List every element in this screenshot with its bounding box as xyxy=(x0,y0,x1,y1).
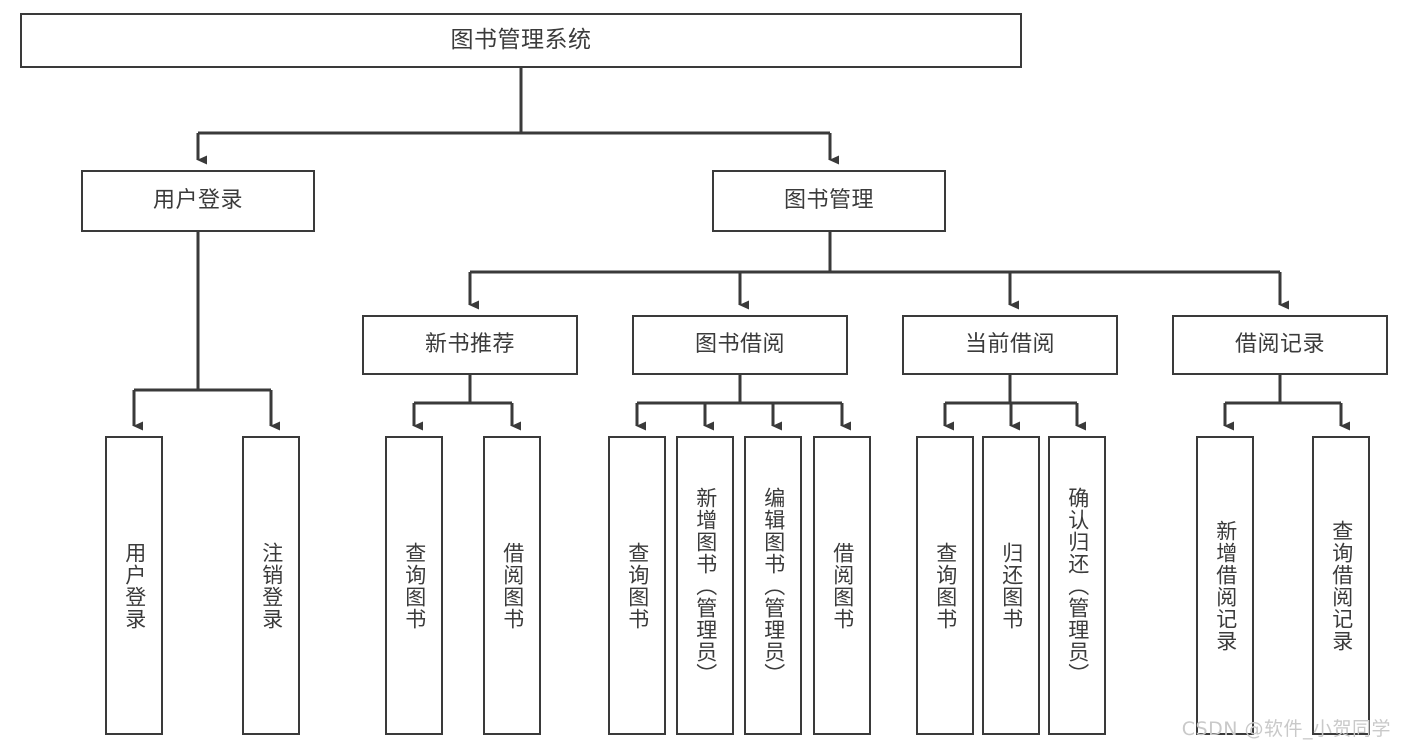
leaf-newbook-query-books[interactable]: 查询图书 xyxy=(385,436,443,735)
leaf-borrowrecord-add-record[interactable]: 新增借阅记录 xyxy=(1196,436,1254,735)
leaf-newbook-borrow-books[interactable]: 借阅图书 xyxy=(483,436,541,735)
node-label: 用户登录 xyxy=(122,541,147,630)
node-user-login[interactable]: 用户登录 xyxy=(81,170,315,232)
node-label: 借阅图书 xyxy=(830,541,855,630)
node-label: 图书管理 xyxy=(783,188,874,214)
node-label: 查询图书 xyxy=(625,541,650,630)
node-borrowing-record[interactable]: 借阅记录 xyxy=(1172,315,1388,375)
node-label: 编辑图书（管理员） xyxy=(761,486,786,685)
node-label: 查询借阅记录 xyxy=(1329,519,1354,652)
node-label: 查询图书 xyxy=(402,541,427,630)
leaf-borrowrecord-query-record[interactable]: 查询借阅记录 xyxy=(1312,436,1370,735)
node-label: 用户登录 xyxy=(152,188,243,214)
node-label: 新增图书（管理员） xyxy=(693,486,718,685)
node-label: 新书推荐 xyxy=(424,332,515,358)
node-label: 借阅图书 xyxy=(500,541,525,630)
node-label: 当前借阅 xyxy=(964,332,1055,358)
node-new-book-recommendation[interactable]: 新书推荐 xyxy=(362,315,578,375)
leaf-bookborrow-borrow-books[interactable]: 借阅图书 xyxy=(813,436,871,735)
node-book-borrowing[interactable]: 图书借阅 xyxy=(632,315,848,375)
leaf-logout[interactable]: 注销登录 xyxy=(242,436,300,735)
node-label: 图书借阅 xyxy=(694,332,785,358)
node-label: 借阅记录 xyxy=(1234,332,1325,358)
leaf-user-login[interactable]: 用户登录 xyxy=(105,436,163,735)
node-label: 确认归还（管理员） xyxy=(1065,486,1090,685)
node-label: 查询图书 xyxy=(933,541,958,630)
node-label: 图书管理系统 xyxy=(450,26,592,53)
node-current-borrowing[interactable]: 当前借阅 xyxy=(902,315,1118,375)
leaf-bookborrow-add-book-admin[interactable]: 新增图书（管理员） xyxy=(676,436,734,735)
leaf-currentborrow-return-books[interactable]: 归还图书 xyxy=(982,436,1040,735)
csdn-watermark: CSDN @软件_小贺同学 xyxy=(1181,718,1391,740)
leaf-currentborrow-query-books[interactable]: 查询图书 xyxy=(916,436,974,735)
leaf-currentborrow-confirm-return-admin[interactable]: 确认归还（管理员） xyxy=(1048,436,1106,735)
node-label: 归还图书 xyxy=(999,541,1024,630)
node-root-book-management-system[interactable]: 图书管理系统 xyxy=(20,13,1022,68)
node-label: 注销登录 xyxy=(259,541,284,630)
node-book-management[interactable]: 图书管理 xyxy=(712,170,946,232)
leaf-bookborrow-edit-book-admin[interactable]: 编辑图书（管理员） xyxy=(744,436,802,735)
leaf-bookborrow-query-books[interactable]: 查询图书 xyxy=(608,436,666,735)
node-label: 新增借阅记录 xyxy=(1213,519,1238,652)
